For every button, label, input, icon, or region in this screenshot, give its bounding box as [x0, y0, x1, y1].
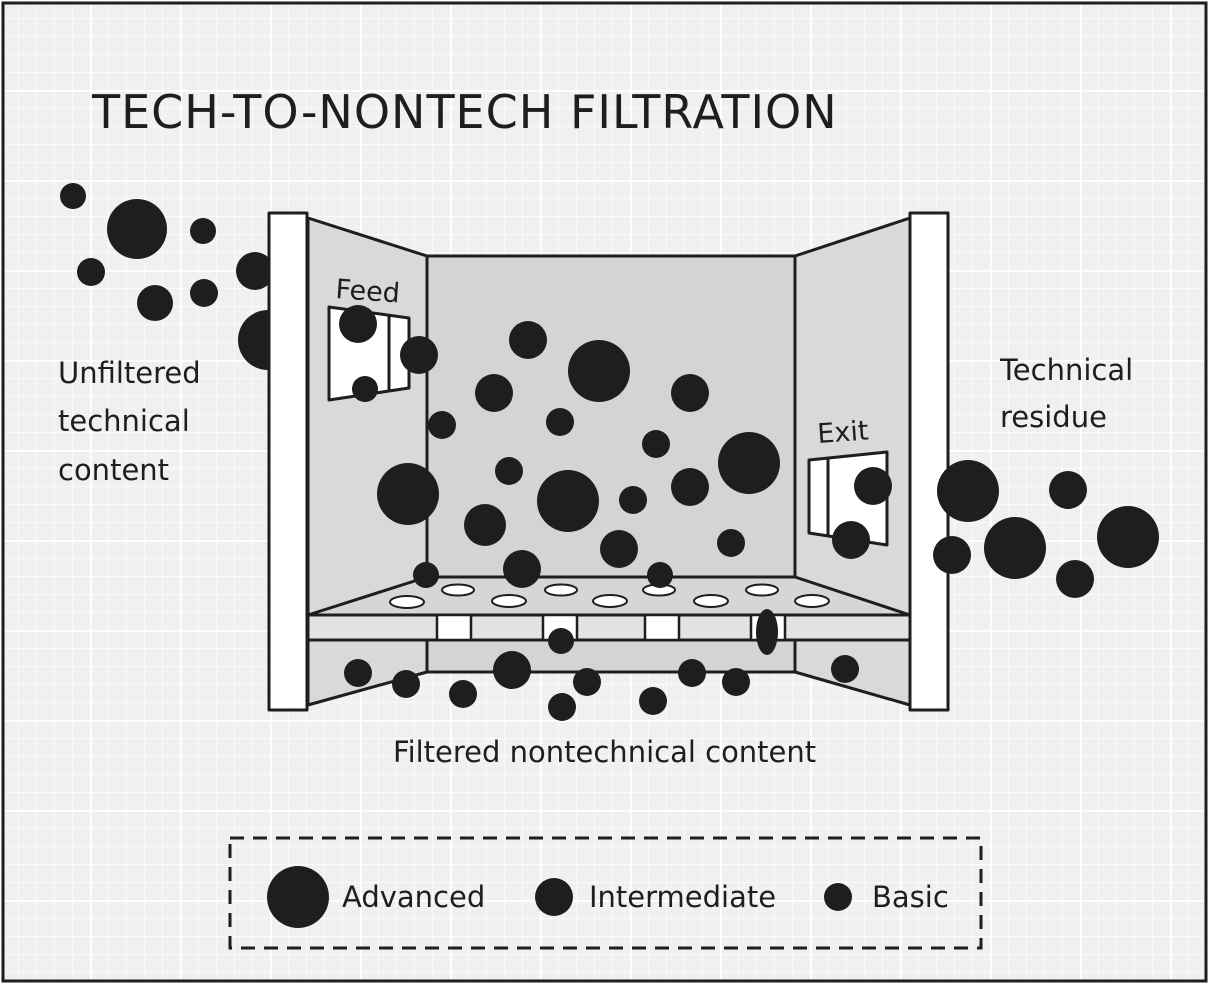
filtered-particles	[344, 628, 859, 721]
particle-intermediate	[854, 467, 892, 505]
particle-advanced	[937, 460, 999, 522]
legend-advanced-swatch	[267, 866, 329, 928]
particle-basic	[647, 562, 673, 588]
particle-intermediate	[236, 252, 274, 290]
particle-basic	[642, 430, 670, 458]
particle-basic	[548, 628, 574, 654]
particle-advanced	[1097, 506, 1159, 568]
residue-label-line1: Technical	[999, 353, 1133, 387]
particle-intermediate	[509, 321, 547, 359]
particle-intermediate	[933, 536, 971, 574]
particle-basic	[678, 659, 706, 687]
tray-hole	[441, 583, 475, 597]
legend-box	[228, 836, 983, 950]
left-post	[267, 211, 309, 712]
tray-hole	[491, 594, 527, 608]
particle-intermediate	[671, 374, 709, 412]
residue-particles	[933, 460, 1159, 598]
particle-basic	[548, 693, 576, 721]
particle-basic	[190, 218, 216, 244]
particle-basic	[77, 258, 105, 286]
particle-basic	[60, 183, 86, 209]
filtered-label: Filtered nontechnical content	[393, 735, 816, 769]
particle-advanced	[377, 463, 439, 525]
particle-basic	[428, 411, 456, 439]
right-post	[908, 211, 950, 712]
particle-intermediate	[671, 468, 709, 506]
particle-basic	[619, 486, 647, 514]
particle-intermediate	[339, 305, 377, 343]
diagram-title: TECH-TO-NONTECH FILTRATION	[91, 85, 838, 139]
tray-hole	[592, 594, 628, 608]
particle-intermediate	[400, 336, 438, 374]
residue-label-line2: residue	[1000, 400, 1107, 434]
particle-advanced	[107, 199, 167, 259]
particle-intermediate	[464, 504, 506, 546]
particle-intermediate	[756, 609, 778, 655]
legend-advanced-label: Advanced	[342, 880, 485, 914]
particle-advanced	[984, 517, 1046, 579]
feed-label: Feed	[335, 274, 401, 309]
particle-intermediate	[493, 651, 531, 689]
particle-intermediate	[832, 521, 870, 559]
particle-intermediate	[1056, 560, 1094, 598]
box-particles	[339, 305, 892, 655]
tray-hole	[745, 583, 779, 597]
unfiltered-label-line2: technical	[58, 404, 190, 438]
tray-slot	[643, 613, 681, 642]
particle-basic	[190, 279, 218, 307]
particle-intermediate	[475, 374, 513, 412]
tray-holes	[389, 583, 830, 609]
legend-basic-swatch	[824, 883, 852, 911]
tray-hole	[693, 594, 729, 608]
particle-basic	[413, 562, 439, 588]
particle-basic	[722, 668, 750, 696]
particle-basic	[546, 408, 574, 436]
tray-hole	[794, 594, 830, 608]
exit-label: Exit	[816, 415, 869, 449]
particle-basic	[573, 668, 601, 696]
legend-basic-label: Basic	[872, 880, 949, 914]
particle-advanced	[718, 432, 780, 494]
unfiltered-label-line1: Unfiltered	[58, 356, 201, 390]
particle-intermediate	[503, 550, 541, 588]
particle-intermediate	[1049, 471, 1087, 509]
particle-basic	[831, 655, 859, 683]
legend: Advanced Intermediate Basic	[228, 836, 983, 950]
particle-basic	[639, 687, 667, 715]
unfiltered-label-line3: content	[58, 453, 169, 487]
particle-intermediate	[600, 530, 638, 568]
particle-basic	[344, 659, 372, 687]
legend-intermediate-swatch	[535, 878, 573, 916]
particle-basic	[495, 457, 523, 485]
particle-basic	[352, 376, 378, 402]
legend-intermediate-label: Intermediate	[589, 880, 776, 914]
particle-basic	[449, 680, 477, 708]
particle-intermediate	[137, 285, 173, 321]
tray-hole	[389, 595, 425, 609]
particle-basic	[717, 529, 745, 557]
tray-slot	[435, 613, 473, 642]
particle-advanced	[568, 340, 630, 402]
tray-hole	[544, 583, 578, 597]
particle-advanced	[537, 470, 599, 532]
particle-basic	[392, 670, 420, 698]
filter-tray-front	[306, 613, 912, 642]
